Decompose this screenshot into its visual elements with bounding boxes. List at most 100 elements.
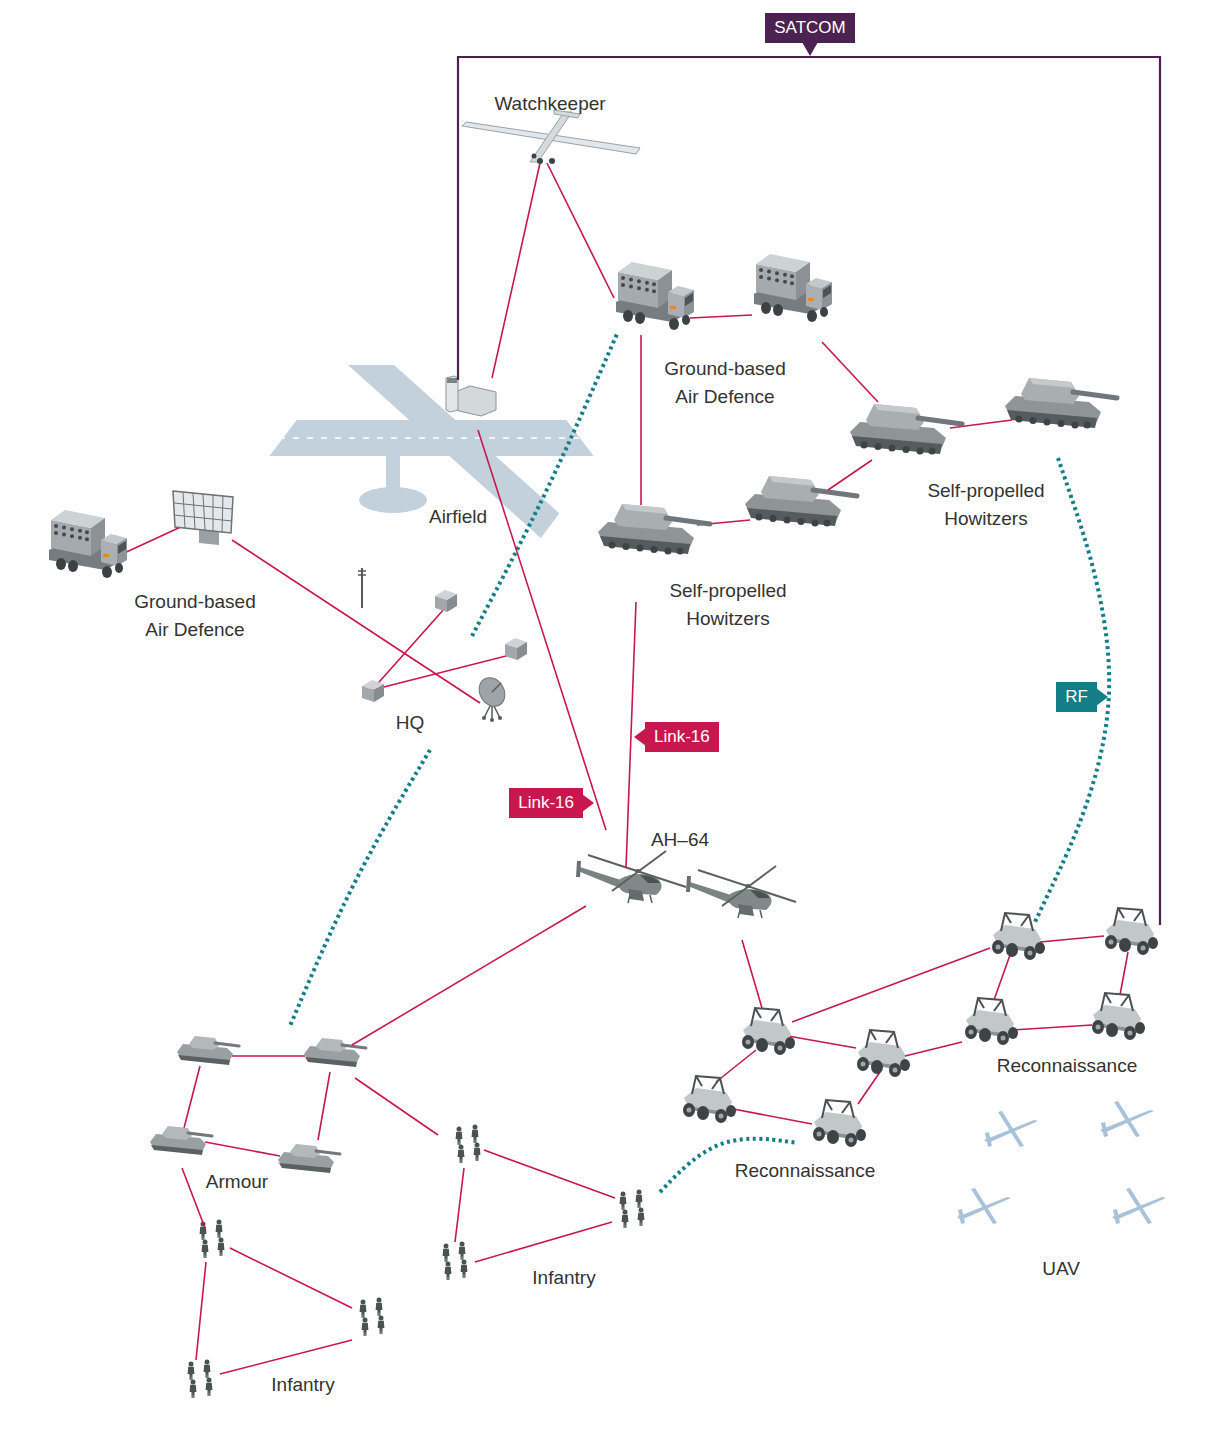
hex-tile-side (897, 916, 1228, 1110)
hex-tile-node: Self-propelled Howitzers (818, 357, 1151, 567)
hex-tile-face (560, 253, 893, 447)
hex-tile (560, 462, 893, 672)
tile-label: HQ (396, 709, 425, 737)
rf-dotted-line (290, 750, 430, 1026)
tile-label: Armour (206, 1168, 268, 1196)
hex-tile-node: Self-propelled Howitzers (560, 462, 893, 672)
infantry-squad (360, 1298, 385, 1337)
tile-label: Infantry (271, 1371, 334, 1399)
launcher-truck (754, 254, 832, 322)
hex-tile-side (350, 1141, 683, 1335)
tank (177, 1036, 239, 1065)
link-16-line (640, 335, 642, 505)
hex-tile-face (560, 462, 893, 656)
edge-label-tag: Link-16 (509, 788, 583, 818)
uav-aircraft (1112, 1188, 1166, 1224)
uav-aircraft (957, 1188, 1011, 1224)
hex-tile-face (638, 1005, 971, 1199)
label-pointer (634, 728, 646, 746)
hex-tile (638, 1005, 971, 1215)
infantry-squad (456, 1125, 481, 1164)
tank (150, 1126, 212, 1155)
link-16-line (828, 460, 872, 490)
runway (348, 365, 598, 548)
link-type-tag: Link-16 (645, 722, 719, 752)
hq-shelter (435, 590, 457, 612)
howitzer (598, 504, 710, 555)
tile-label: Self-propelled Howitzers (916, 477, 1056, 533)
uav-aircraft (984, 1111, 1038, 1147)
hex-tile-face (265, 365, 598, 559)
launcher-truck (49, 510, 127, 578)
hex-tile-node: Infantry (350, 1125, 683, 1335)
tile-label: Reconnaissance (997, 1052, 1137, 1080)
link-type-tag: RF (1056, 682, 1097, 712)
airfield-markings (265, 365, 598, 548)
hex-tile-node: Infantry (92, 1222, 425, 1429)
edge-label-tag: SATCOM (765, 13, 854, 43)
link-16-line (478, 430, 606, 830)
hex-tile (258, 568, 591, 778)
hex-tile-side (8, 486, 341, 680)
radar-array (173, 491, 233, 545)
hex-tile-face (258, 568, 591, 762)
rf-dotted-line (1035, 458, 1109, 922)
hex-tile-side (818, 373, 1151, 567)
tile-label: Airfield (429, 503, 487, 531)
taxiway (386, 456, 400, 492)
apache-helicopter (576, 851, 686, 903)
hq-antenna (358, 568, 366, 608)
link-16-line (905, 1042, 962, 1056)
infantry-squad (443, 1242, 468, 1281)
hex-tile (8, 470, 341, 680)
edge-label-tag: RF (1056, 682, 1097, 712)
link-16-line (352, 906, 586, 1045)
recon-vehicle (1092, 993, 1145, 1040)
hex-tile-side (560, 269, 893, 463)
tile-label: Infantry (532, 1264, 595, 1292)
hex-tile-side (897, 1116, 1228, 1310)
recon-vehicle (813, 1100, 866, 1147)
satcom-line (458, 57, 1160, 925)
hex-tile-node: Reconnaissance (638, 1005, 971, 1215)
unit-label: Watchkeeper (494, 90, 605, 118)
runway (265, 420, 598, 456)
hq-shelter (505, 638, 527, 660)
runway-marking (265, 437, 598, 439)
hex-tile (265, 365, 598, 575)
recon-vehicle (965, 998, 1018, 1045)
recon-vehicle (857, 1030, 910, 1077)
hq-shelter (362, 680, 384, 702)
howitzer (850, 404, 962, 455)
hex-tile-node: UAV (897, 1100, 1228, 1310)
hex-tile (818, 357, 1151, 567)
link-16-line (182, 1168, 205, 1228)
infantry-squad (188, 1360, 213, 1399)
edge-label-tag: Link-16 (645, 722, 719, 752)
hex-tile-side (638, 1021, 971, 1215)
tile-label: Ground-based Air Defence (655, 355, 795, 411)
link-16-line (355, 1078, 438, 1135)
hex-tile-side (92, 1038, 425, 1232)
hex-tile (897, 900, 1228, 1110)
infantry-squad (620, 1190, 645, 1229)
link-16-line (822, 342, 878, 402)
hex-tile-node: Airfield (265, 365, 598, 575)
tile-label: Self-propelled Howitzers (658, 577, 798, 633)
hex-tile-node: Ground-based Air Defence (8, 470, 341, 680)
unit-label: AH–64 (651, 826, 709, 854)
hex-tile-node: Armour (92, 1022, 425, 1232)
hex-tile-side (265, 381, 598, 575)
hex-tile-face (92, 1022, 425, 1216)
recon-vehicle (683, 1076, 736, 1123)
hex-tile-side (92, 1238, 425, 1429)
hex-tile-face (897, 1100, 1228, 1294)
launcher-truck (616, 262, 694, 330)
hex-tile-face (818, 357, 1151, 551)
label-pointer (582, 794, 594, 812)
howitzer (1005, 378, 1117, 429)
recon-vehicle (1105, 908, 1158, 955)
recon-vehicle (742, 1008, 795, 1055)
internal-links (120, 315, 1128, 1374)
hex-tile-node: Reconnaissance (897, 900, 1228, 1110)
